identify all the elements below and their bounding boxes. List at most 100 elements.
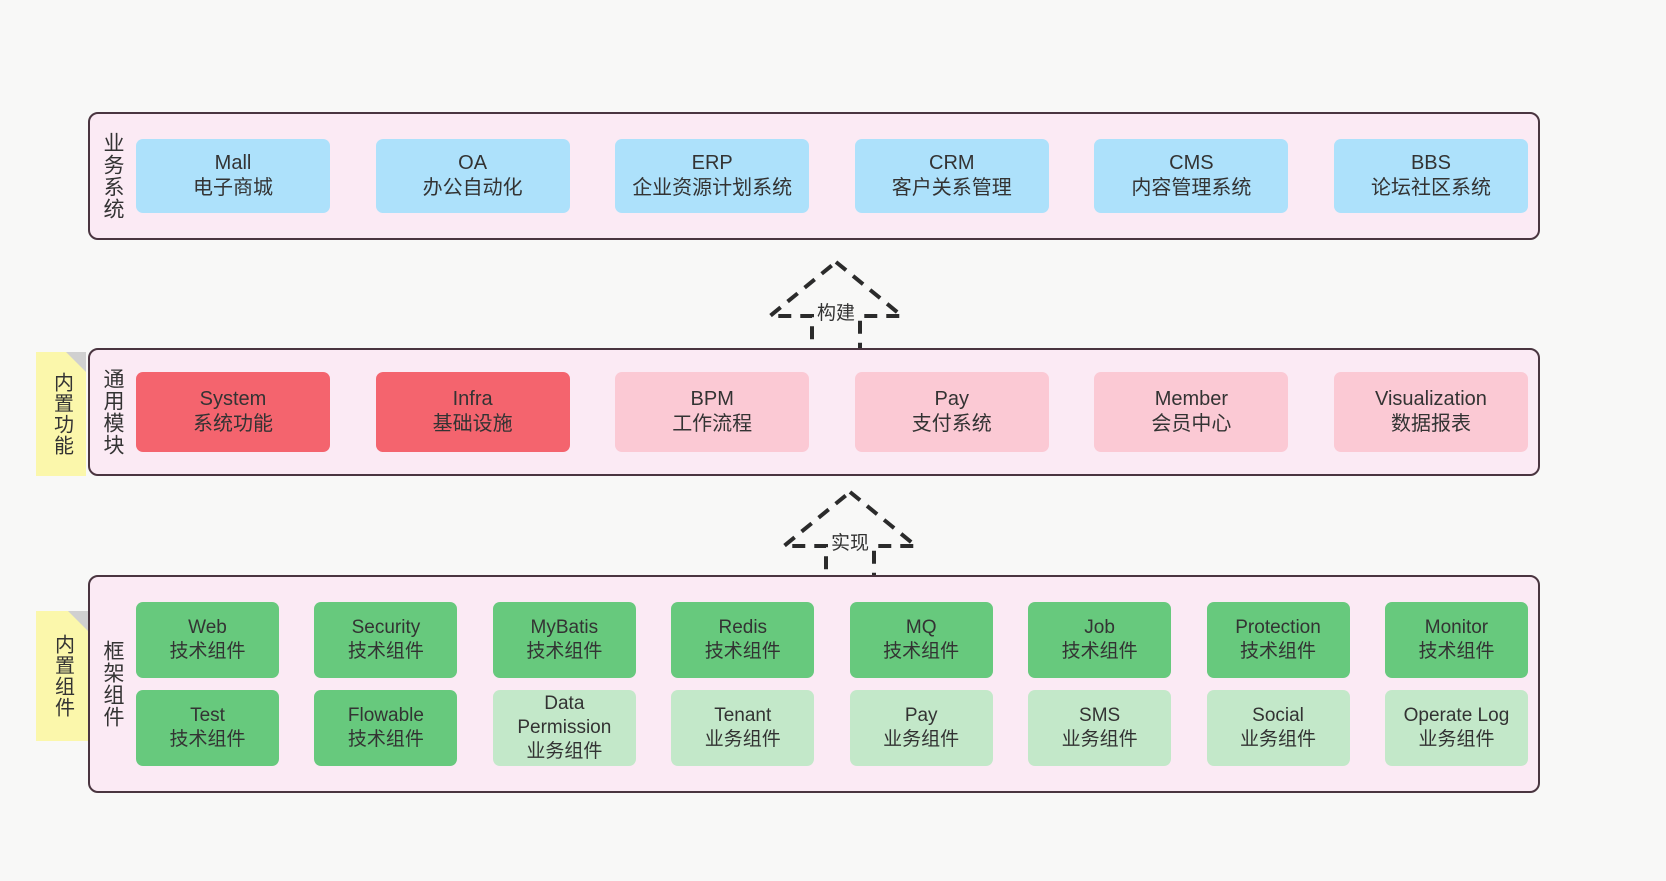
card-crm[interactable]: CRM 客户关系管理 xyxy=(854,139,1049,213)
card-title-en: Tenant xyxy=(714,705,772,727)
card-mybatis[interactable]: MyBatis 技术组件 xyxy=(492,602,636,678)
card-title-cn: 电子商城 xyxy=(193,177,273,199)
card-title-cn: 数据报表 xyxy=(1390,413,1471,435)
card-title-cn: 技术组件 xyxy=(704,641,781,662)
card-redis[interactable]: Redis 技术组件 xyxy=(671,602,815,678)
card-row: Test 技术组件 Flowable 技术组件 Data Permission … xyxy=(136,690,1528,766)
arrow-build: 构建 xyxy=(756,258,916,350)
card-title-cn: 企业资源计划系统 xyxy=(632,177,793,199)
note-label: 内置组件 xyxy=(51,634,74,718)
card-web[interactable]: Web 技术组件 xyxy=(136,602,279,678)
card-row: Mall 电子商城 OA 办公自动化 ERP 企业资源计划系统 CRM 客户关系… xyxy=(136,139,1528,213)
card-title-cn: 技术组件 xyxy=(169,641,246,662)
card-title-cn: 业务组件 xyxy=(1418,729,1495,750)
card-title-en: CMS xyxy=(1169,152,1214,174)
card-tenant[interactable]: Tenant 业务组件 xyxy=(671,690,815,766)
card-title-cn: 业务组件 xyxy=(526,740,603,762)
card-title-cn: 客户关系管理 xyxy=(891,177,1012,199)
layer-framework-components: 框架组件 Web 技术组件 Security 技术组件 MyBatis 技术组件… xyxy=(88,575,1540,793)
card-title-en: Security xyxy=(351,617,421,639)
card-title-cn: 技术组件 xyxy=(347,641,424,662)
arrow-implement: 实现 xyxy=(770,488,930,580)
card-protection[interactable]: Protection 技术组件 xyxy=(1206,602,1350,678)
card-title-en: Protection xyxy=(1235,617,1321,639)
card-mall[interactable]: Mall 电子商城 xyxy=(136,139,330,213)
card-title-en: Flowable xyxy=(347,705,424,727)
card-title-cn: 技术组件 xyxy=(1418,641,1495,662)
card-title-en: Job xyxy=(1084,617,1115,639)
card-title-en: Member xyxy=(1154,388,1229,410)
note-fold-icon xyxy=(66,352,86,372)
layer-title-common-modules: 通用模块 xyxy=(100,368,124,456)
card-title-cn: 业务组件 xyxy=(1240,729,1317,750)
layer-body-business-systems: Mall 电子商城 OA 办公自动化 ERP 企业资源计划系统 CRM 客户关系… xyxy=(134,114,1538,238)
card-title-cn: 业务组件 xyxy=(883,729,960,750)
card-title-en: Web xyxy=(188,617,227,639)
card-title-en: MQ xyxy=(905,617,937,639)
card-pay-module[interactable]: Pay 支付系统 xyxy=(854,372,1049,452)
card-title-en: Operate Log xyxy=(1403,705,1510,727)
card-member[interactable]: Member 会员中心 xyxy=(1094,372,1289,452)
card-title-en: Social xyxy=(1252,705,1304,727)
card-title-en: Mall xyxy=(214,152,252,174)
card-title-cn: 工作流程 xyxy=(672,413,753,435)
card-security[interactable]: Security 技术组件 xyxy=(314,602,458,678)
card-title-en: OA xyxy=(458,152,488,174)
card-test[interactable]: Test 技术组件 xyxy=(136,690,279,766)
card-title-cn: 会员中心 xyxy=(1151,413,1232,435)
note-label: 内置功能 xyxy=(50,372,73,456)
layer-body-framework-components: Web 技术组件 Security 技术组件 MyBatis 技术组件 Redi… xyxy=(134,577,1538,791)
card-title-en: Pay xyxy=(904,705,938,727)
card-title-en: Redis xyxy=(718,617,768,639)
card-title-en: Visualization xyxy=(1375,388,1487,410)
card-title-cn: 业务组件 xyxy=(1061,729,1138,750)
card-system[interactable]: System 系统功能 xyxy=(136,372,330,452)
card-row: Web 技术组件 Security 技术组件 MyBatis 技术组件 Redi… xyxy=(136,602,1528,678)
card-monitor[interactable]: Monitor 技术组件 xyxy=(1384,602,1528,678)
card-visualization[interactable]: Visualization 数据报表 xyxy=(1333,372,1528,452)
card-title-cn: 系统功能 xyxy=(193,413,273,435)
card-title-en: SMS xyxy=(1079,705,1121,727)
card-bpm[interactable]: BPM 工作流程 xyxy=(615,372,810,452)
card-operate-log[interactable]: Operate Log 业务组件 xyxy=(1384,690,1528,766)
layer-common-modules: 通用模块 System 系统功能 Infra 基础设施 BPM 工作流程 Pay… xyxy=(88,348,1540,476)
card-title-cn: 论坛社区系统 xyxy=(1370,177,1491,199)
layer-body-common-modules: System 系统功能 Infra 基础设施 BPM 工作流程 Pay 支付系统… xyxy=(134,350,1538,474)
card-row: System 系统功能 Infra 基础设施 BPM 工作流程 Pay 支付系统… xyxy=(136,372,1528,452)
card-title-en: CRM xyxy=(929,152,975,174)
card-title-cn: 基础设施 xyxy=(432,413,513,435)
card-title-cn: 技术组件 xyxy=(883,641,960,662)
layer-business-systems: 业务系统 Mall 电子商城 OA 办公自动化 ERP 企业资源计划系统 CRM… xyxy=(88,112,1540,240)
card-pay-component[interactable]: Pay 业务组件 xyxy=(849,690,993,766)
card-mq[interactable]: MQ 技术组件 xyxy=(849,602,993,678)
card-title-cn: 办公自动化 xyxy=(422,177,523,199)
card-oa[interactable]: OA 办公自动化 xyxy=(375,139,570,213)
card-infra[interactable]: Infra 基础设施 xyxy=(375,372,570,452)
card-social[interactable]: Social 业务组件 xyxy=(1206,690,1350,766)
card-title-en: System xyxy=(199,388,267,410)
card-title-en: MyBatis xyxy=(530,617,599,639)
arrow-label-build: 构建 xyxy=(816,303,855,324)
card-title-en: BPM xyxy=(690,388,734,410)
card-title-cn: 支付系统 xyxy=(911,413,992,435)
card-title-en: Pay xyxy=(934,388,970,410)
card-title-cn: 技术组件 xyxy=(347,729,424,750)
card-title-en: Test xyxy=(190,705,225,727)
card-cms[interactable]: CMS 内容管理系统 xyxy=(1094,139,1289,213)
layer-title-framework-components: 框架组件 xyxy=(100,640,124,728)
card-title-cn: 业务组件 xyxy=(704,729,781,750)
card-sms[interactable]: SMS 业务组件 xyxy=(1028,690,1172,766)
card-title-en: BBS xyxy=(1410,152,1451,174)
card-title-cn: 内容管理系统 xyxy=(1131,177,1252,199)
card-job[interactable]: Job 技术组件 xyxy=(1028,602,1172,678)
card-bbs[interactable]: BBS 论坛社区系统 xyxy=(1333,139,1528,213)
card-data-permission[interactable]: Data Permission 业务组件 xyxy=(492,690,636,766)
card-title-cn: 技术组件 xyxy=(1061,641,1138,662)
card-flowable[interactable]: Flowable 技术组件 xyxy=(314,690,458,766)
card-title-en: Infra xyxy=(452,388,493,410)
note-builtin-function: 内置功能 xyxy=(36,352,86,476)
card-title-en: Monitor xyxy=(1424,617,1489,639)
card-erp[interactable]: ERP 企业资源计划系统 xyxy=(615,139,810,213)
card-title-cn: 技术组件 xyxy=(1240,641,1317,662)
layer-title-business-systems: 业务系统 xyxy=(100,132,124,220)
